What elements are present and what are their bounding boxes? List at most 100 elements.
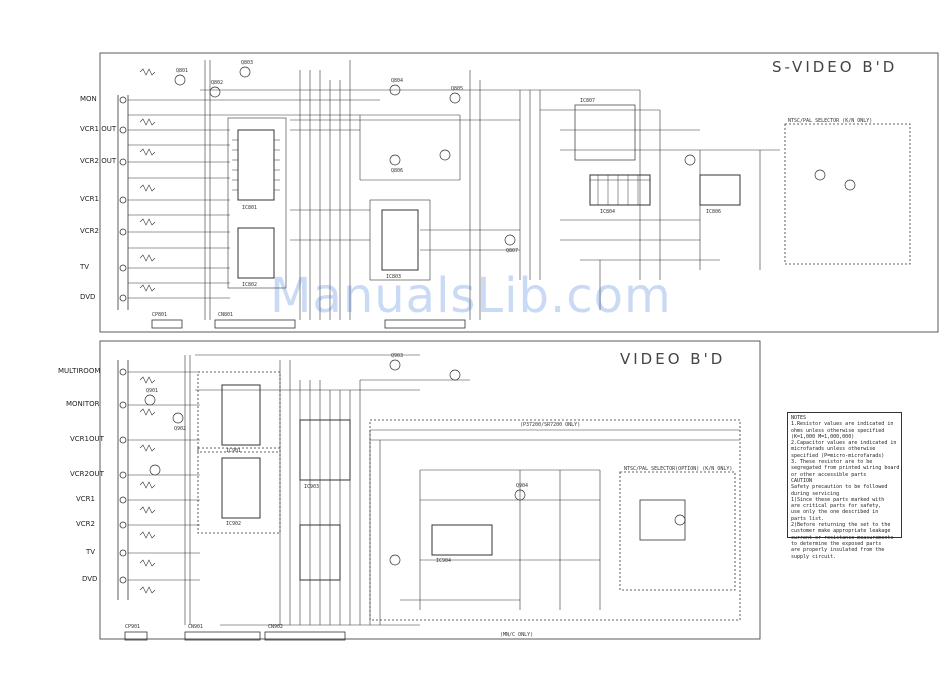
ic-label: IC803 <box>386 274 402 280</box>
transistor-label: Q901 <box>146 388 159 394</box>
video-input-jacks <box>117 360 129 600</box>
mn-only-label: (MN/C ONLY) <box>500 632 534 638</box>
notes-line: 2.Capacitor values are indicated in <box>791 440 897 447</box>
transistor-label: Q804 <box>391 78 404 84</box>
transistor-label: Q805 <box>451 86 464 92</box>
notes-line: segregated from printed wiring board <box>791 465 900 472</box>
connector-top-2 <box>214 319 296 329</box>
notes-line: 1)Since these parts marked with <box>791 496 885 503</box>
svideo-inner-block <box>227 117 287 289</box>
connector-label: CN901 <box>188 624 204 630</box>
ic-label: IC903 <box>304 484 320 490</box>
ic-pins-top <box>232 139 650 205</box>
notes-line: use only the one described in <box>791 509 879 516</box>
notes-line: microfarads unless otherwise <box>791 446 876 453</box>
notes-box: NOTES 1.Resistor values are indicated in… <box>787 412 902 560</box>
transistor-label: Q904 <box>516 483 529 489</box>
ic-label: IC904 <box>436 558 452 564</box>
svideo-signal-lines <box>128 60 780 320</box>
notes-line: 2)Before returning the set to the <box>791 522 891 529</box>
notes-line: (K=1,000 M=1,000,000) <box>791 433 855 440</box>
connector-label: CN902 <box>268 624 284 630</box>
ic-svideo-1 <box>237 129 275 201</box>
svideo-board-frame <box>99 52 939 333</box>
ic-label: IC804 <box>600 209 616 215</box>
notes-line: 3. These resistor are to be <box>791 459 873 466</box>
resistors <box>139 68 156 594</box>
ic-label: IC802 <box>242 282 258 288</box>
svideo-input-label: DVD <box>80 293 96 301</box>
model-only-label: (P37200/SR7200 ONLY) <box>520 422 581 428</box>
ic-svideo-2 <box>237 227 275 279</box>
svideo-transistors <box>174 66 856 246</box>
notes-title: NOTES <box>791 415 807 421</box>
transistor-label: Q806 <box>391 168 404 174</box>
video-board-title: VIDEO B'D <box>620 350 726 368</box>
video-input-label: MULTIROOM <box>58 367 101 375</box>
video-transistors <box>144 359 686 566</box>
ic-label: IC801 <box>242 205 258 211</box>
transistor-label: Q903 <box>391 353 404 359</box>
ic-video-4 <box>299 524 341 581</box>
selector-box-top <box>784 123 911 265</box>
svideo-board-title: S-VIDEO B'D <box>772 58 898 76</box>
model-only-box <box>369 419 741 621</box>
watermark: ManualsLib.com <box>270 268 672 324</box>
connector-bottom-3 <box>264 631 346 641</box>
video-input-label: VCR2 <box>76 520 95 528</box>
transistor-label: Q807 <box>506 248 519 254</box>
notes-line: specified (P=micro-microfarads) <box>791 452 885 459</box>
ic-video-3 <box>299 419 351 481</box>
video-input-label: VCR1OUT <box>70 435 104 443</box>
ic-label: IC902 <box>226 521 242 527</box>
video-signal-lines <box>128 354 740 626</box>
ic-video-5 <box>431 524 493 556</box>
video-input-label: VCR2OUT <box>70 470 104 478</box>
selector-label-bottom: NTSC/PAL SELECTOR(OPTION) (K/N ONLY) <box>624 466 733 472</box>
notes-line: current or resistance measurements <box>791 534 894 541</box>
transistor-label: Q803 <box>241 60 254 66</box>
ic-video-1 <box>221 384 261 446</box>
svideo-input-jacks <box>117 95 129 310</box>
svideo-input-label: TV <box>80 263 90 271</box>
connector-top-3 <box>384 319 466 329</box>
video-input-label: VCR1 <box>76 495 95 503</box>
notes-line: 1.Resistor values are indicated in <box>791 421 894 428</box>
video-input-label: MONITOR <box>66 400 100 408</box>
notes-line: supply circuit. <box>791 553 837 560</box>
notes-line: CAUTION <box>791 477 813 484</box>
ic-svideo-5 <box>699 174 741 206</box>
ic-label: IC807 <box>580 98 596 104</box>
notes-line: to determine the exposed parts <box>791 540 882 547</box>
video-input-label: DVD <box>82 575 98 583</box>
svideo-input-label: VCR2 OUT <box>80 157 117 165</box>
svideo-input-label: VCR1 OUT <box>80 125 117 133</box>
ic-svideo-6 <box>574 104 636 161</box>
ic-label: IC901 <box>226 448 242 454</box>
notes-line: Safety precaution to be followed <box>791 484 888 491</box>
selector-label-top: NTSC/PAL SELECTOR (K/N ONLY) <box>788 118 873 124</box>
svideo-input-label: VCR2 <box>80 227 99 235</box>
connector-label: CP801 <box>152 312 168 318</box>
selector-box-bottom <box>619 471 736 591</box>
notes-line: ohms unless otherwise specified <box>791 427 885 434</box>
ic-video-6 <box>639 499 686 541</box>
notes-line: during servicing <box>791 490 840 497</box>
ic-svideo-3 <box>381 209 419 271</box>
svideo-inner-block-2 <box>369 199 431 281</box>
video-dashed-block <box>197 371 281 453</box>
ic-label: IC806 <box>706 209 722 215</box>
notes-line: or other accessible parts <box>791 471 867 478</box>
connector-top-1 <box>151 319 183 329</box>
connector-label: CP901 <box>125 624 141 630</box>
connector-bottom-1 <box>124 631 148 641</box>
ic-video-2 <box>221 457 261 519</box>
svideo-input-label: MON <box>80 95 97 103</box>
video-board-frame <box>99 340 761 640</box>
transistor-label: Q902 <box>174 426 187 432</box>
video-dashed-block-2 <box>197 447 281 534</box>
transistor-label: Q801 <box>176 68 189 74</box>
notes-line: customer make appropriate leakage <box>791 528 891 535</box>
notes-line: are properly insulated from the <box>791 547 885 554</box>
